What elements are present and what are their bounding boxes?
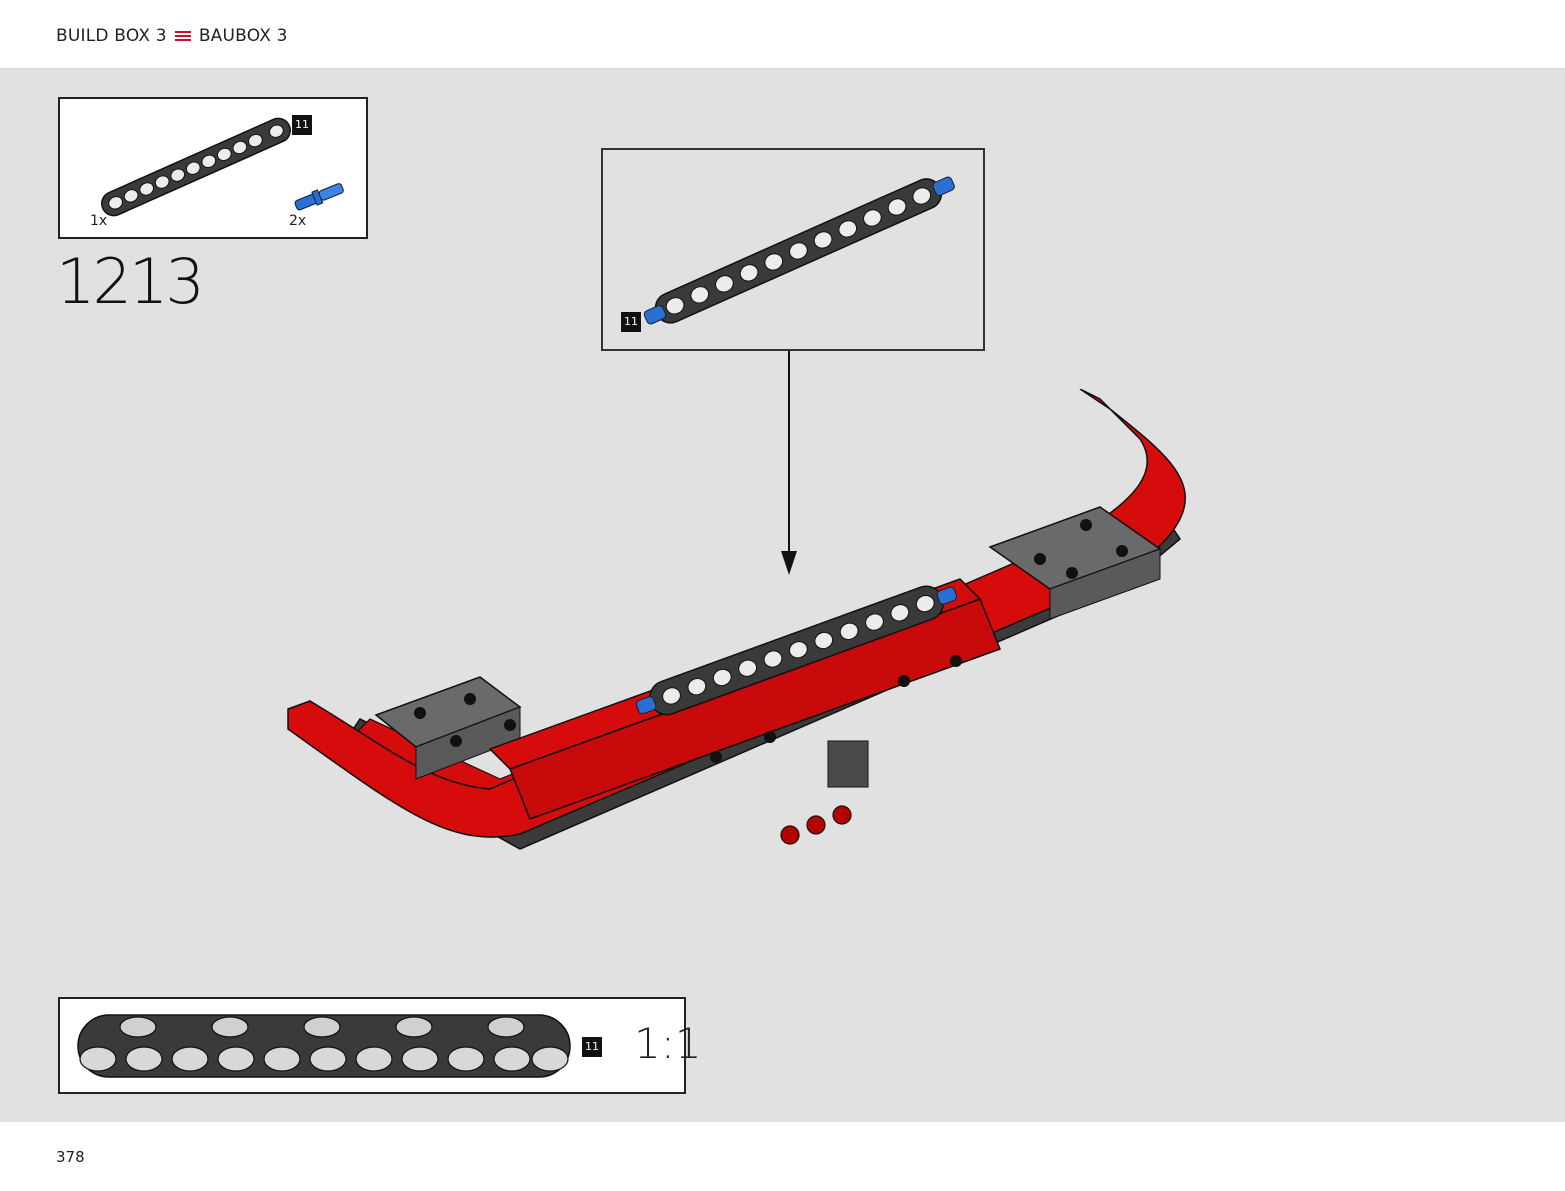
subassembly-length-badge: 11 [621, 312, 641, 332]
build-box-title: BUILD BOX 3 BAUBOX 3 [56, 26, 288, 46]
subassembly-callout: 11 [601, 148, 985, 351]
blue-pin-icon [294, 183, 344, 211]
page-footer: 378 [0, 1122, 1565, 1191]
scale-label: 1:1 [634, 1019, 702, 1068]
subassembly-beam-with-pins [643, 176, 955, 325]
scale-beam-icon [77, 1014, 571, 1078]
menu-icon [174, 30, 191, 42]
scale-length-badge: 11 [582, 1037, 602, 1057]
instruction-canvas: 11 1x 2x 1213 [0, 69, 1565, 1122]
baubox-label: BAUBOX 3 [198, 26, 288, 46]
beam-qty: 1x [90, 213, 108, 229]
scale-reference: 11 1:1 [58, 997, 702, 1094]
build-box-label: BUILD BOX 3 [56, 26, 167, 46]
page-number: 378 [56, 1148, 85, 1166]
insert-arrow [781, 351, 797, 575]
bumper-model [287, 389, 1186, 850]
page-header: BUILD BOX 3 BAUBOX 3 [0, 0, 1565, 69]
technic-beam-icon [101, 117, 291, 217]
pin-qty: 2x [289, 213, 307, 229]
beam-length-badge: 11 [292, 115, 312, 135]
step-number: 1213 [56, 245, 205, 318]
parts-list: 11 1x 2x [58, 97, 368, 239]
